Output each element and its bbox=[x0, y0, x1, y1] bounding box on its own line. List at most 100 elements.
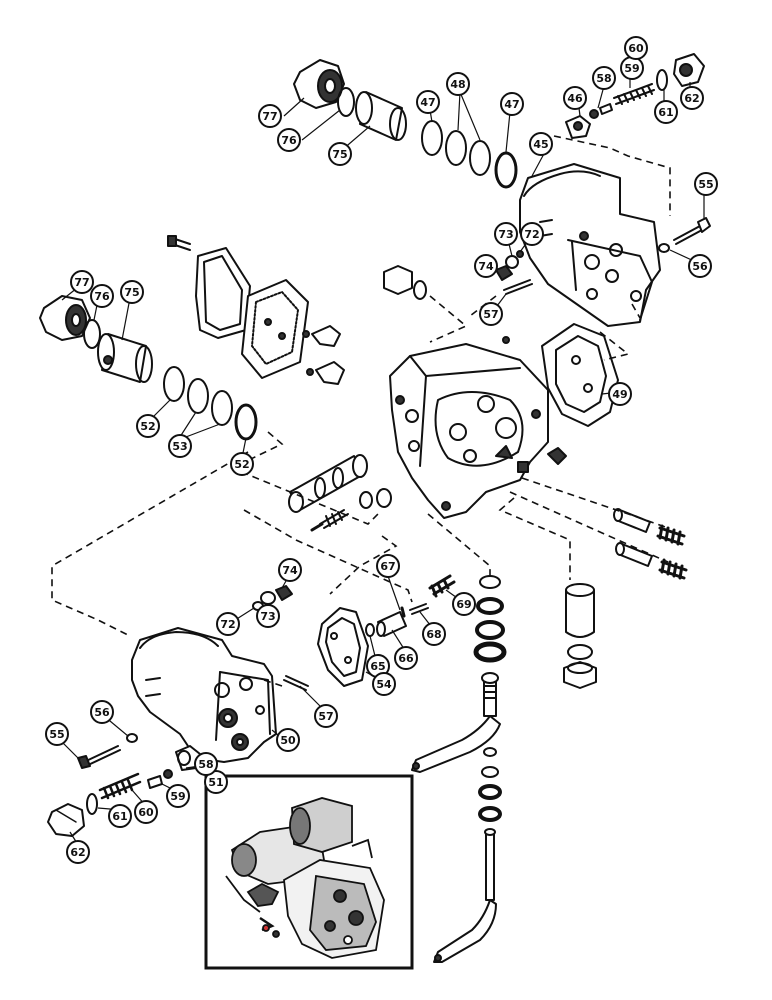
shaft-washer-b bbox=[481, 766, 499, 778]
callout-label-c49: 49 bbox=[612, 388, 627, 401]
callout-bubble-c60a bbox=[624, 36, 648, 60]
sleeve-o-ring bbox=[567, 644, 593, 660]
piston-75-lower bbox=[97, 333, 153, 383]
callout-label-c58a: 58 bbox=[596, 72, 611, 85]
callout-bubble-c67 bbox=[376, 554, 400, 578]
callout-bubble-c75a bbox=[328, 142, 352, 166]
callout-label-c74b: 74 bbox=[282, 564, 298, 577]
callout-bubble-c47b bbox=[500, 92, 524, 116]
callout-label-c59a: 59 bbox=[624, 62, 639, 75]
valve-body-45 bbox=[519, 163, 661, 327]
callout-bubble-c72a bbox=[520, 222, 544, 246]
callout-bubble-c76b bbox=[90, 284, 114, 308]
cover-plate bbox=[195, 247, 251, 339]
callout-label-c77a: 77 bbox=[262, 110, 277, 123]
callout-label-c73a: 73 bbox=[498, 228, 513, 241]
callout-bubble-c45 bbox=[529, 132, 553, 156]
ring-53-b bbox=[211, 390, 233, 426]
ball-58-upper bbox=[589, 109, 599, 119]
plunger-66 bbox=[376, 611, 407, 637]
o-ring-61-upper bbox=[656, 69, 668, 91]
pin-59-lower bbox=[147, 775, 163, 789]
spring-60-upper bbox=[613, 83, 655, 105]
callout-label-c60a: 60 bbox=[628, 42, 644, 55]
shaft-o-ring-b bbox=[483, 747, 497, 757]
callout-label-c73b: 73 bbox=[260, 610, 275, 623]
cover-gasket bbox=[241, 279, 309, 379]
callout-label-c58b: 58 bbox=[198, 758, 213, 771]
callout-bubble-c60b bbox=[134, 800, 158, 824]
shaft-washer-a bbox=[476, 597, 504, 615]
callout-bubble-c58b bbox=[194, 752, 218, 776]
callout-label-c75b: 75 bbox=[124, 286, 139, 299]
plug-62-lower bbox=[47, 803, 85, 837]
cylinder-sleeve bbox=[565, 583, 595, 638]
callout-label-c69: 69 bbox=[456, 598, 471, 611]
assembly-guide-lines bbox=[51, 135, 671, 687]
callout-label-c54: 54 bbox=[376, 678, 392, 691]
callout-bubble-c73a bbox=[494, 222, 518, 246]
callout-bubble-c50 bbox=[276, 728, 300, 752]
lower-rocker-shaft bbox=[433, 828, 497, 963]
callout-label-c77b: 77 bbox=[74, 276, 89, 289]
callout-label-c61a: 61 bbox=[658, 106, 673, 119]
callout-bubble-c52b bbox=[230, 452, 254, 476]
callout-bubble-c61b bbox=[108, 804, 132, 828]
shaft-bearing-c bbox=[478, 784, 502, 800]
ring-47-b bbox=[494, 151, 518, 189]
callout-bubble-c61a bbox=[654, 100, 678, 124]
callout-label-c55b: 55 bbox=[49, 728, 64, 741]
pin-68 bbox=[409, 603, 429, 615]
callout-label-c48: 48 bbox=[450, 78, 465, 91]
spool-ring-a bbox=[359, 491, 373, 509]
side-nut bbox=[547, 447, 567, 465]
ring-53-a bbox=[187, 378, 209, 414]
callout-bubble-c54 bbox=[372, 672, 396, 696]
valve-body-50 bbox=[131, 627, 277, 763]
ring-52-a bbox=[163, 366, 185, 402]
callout-label-c66: 66 bbox=[398, 652, 414, 665]
spool-ring-b bbox=[376, 488, 392, 508]
leader-lines bbox=[57, 52, 705, 849]
plug-62-upper bbox=[673, 53, 705, 87]
callout-label-c61b: 61 bbox=[112, 810, 127, 823]
spring-upper-right bbox=[656, 524, 686, 546]
callout-bubble-c76a bbox=[277, 128, 301, 152]
callout-label-c52b: 52 bbox=[234, 458, 249, 471]
piston-75-upper bbox=[355, 91, 407, 141]
gasket-54 bbox=[317, 607, 369, 687]
callout-label-c55a: 55 bbox=[698, 178, 713, 191]
washer-56-upper bbox=[658, 243, 670, 253]
main-housing bbox=[389, 343, 549, 519]
sleeve-plug bbox=[563, 661, 597, 689]
ring-48-a bbox=[445, 130, 467, 166]
ball-58-lower bbox=[163, 769, 173, 779]
callout-bubble-c68 bbox=[422, 622, 446, 646]
hex-plug-center bbox=[383, 265, 427, 300]
ring-48-b bbox=[469, 140, 491, 176]
o-ring-65 bbox=[365, 623, 375, 637]
shaft-bearing-b bbox=[473, 641, 507, 663]
callout-label-c76b: 76 bbox=[94, 290, 110, 303]
o-ring-76-lower bbox=[83, 319, 101, 349]
callout-bubble-c75b bbox=[120, 280, 144, 304]
pin-59-upper bbox=[599, 103, 613, 115]
shaft-bearing-d bbox=[478, 806, 502, 822]
spool-spring bbox=[310, 509, 349, 532]
callout-bubble-c73b bbox=[256, 604, 280, 628]
ring-47-a bbox=[421, 120, 443, 156]
callout-bubble-c48 bbox=[446, 72, 470, 96]
callout-bubble-c74a bbox=[474, 254, 498, 278]
callout-bubble-c66 bbox=[394, 646, 418, 670]
callout-label-c65: 65 bbox=[370, 660, 385, 673]
o-ring-76-upper bbox=[337, 87, 355, 117]
callout-bubble-c74b bbox=[278, 558, 302, 582]
plug-77-lower bbox=[39, 295, 91, 341]
nut-74-lower bbox=[275, 585, 293, 601]
callout-label-c56a: 56 bbox=[692, 260, 708, 273]
callout-label-c46: 46 bbox=[567, 92, 583, 105]
callout-label-c50: 50 bbox=[280, 734, 296, 747]
callout-label-c72a: 72 bbox=[524, 228, 539, 241]
